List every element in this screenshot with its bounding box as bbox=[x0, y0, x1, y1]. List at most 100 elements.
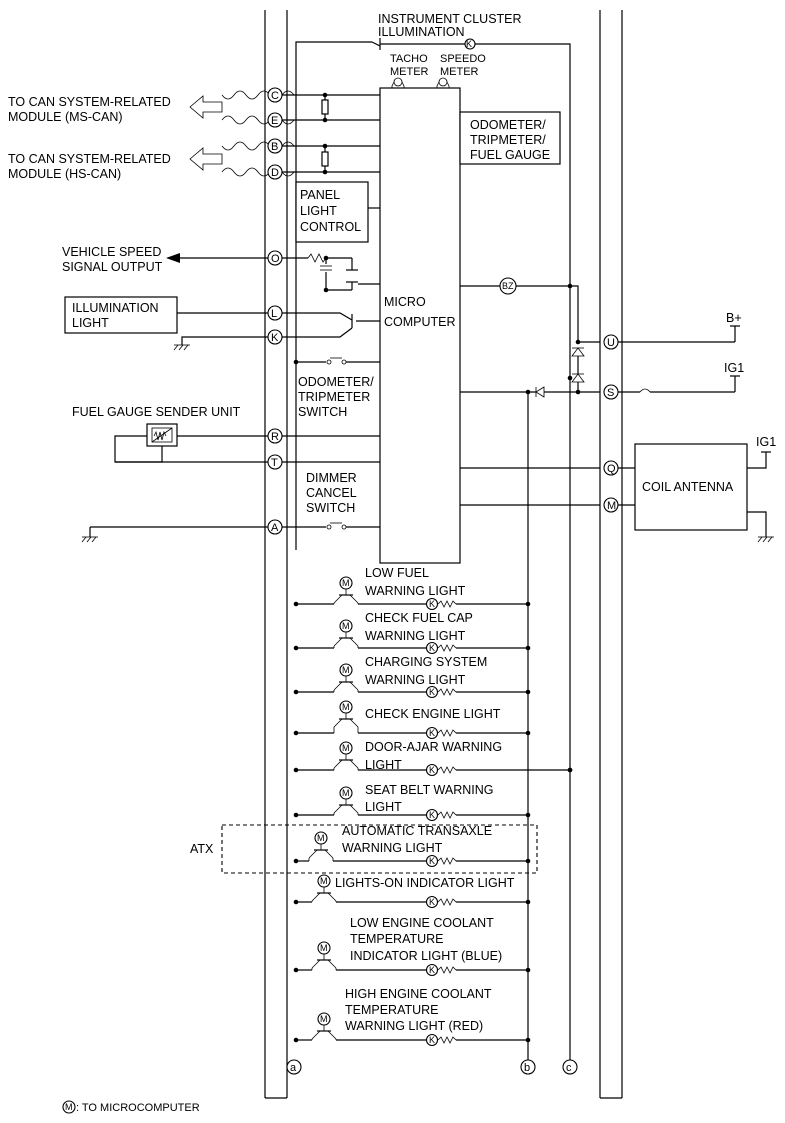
lamp-icon bbox=[425, 854, 439, 868]
odo-switch-label-1: ODOMETER/ bbox=[298, 375, 374, 389]
can-hs-label-2: MODULE (HS-CAN) bbox=[8, 167, 121, 181]
microcomputer-block: MICRO COMPUTER ODOMETER/ TRIPMETER/ FUEL… bbox=[379, 87, 561, 564]
m-symbol: M bbox=[320, 1014, 328, 1024]
warning-light-label-6-1: SEAT BELT WARNING bbox=[365, 783, 494, 797]
warning-light-label-3-2: WARNING LIGHT bbox=[365, 673, 466, 687]
vss-label-2: SIGNAL OUTPUT bbox=[62, 260, 163, 274]
lamp-icon bbox=[425, 641, 439, 655]
ig1-antenna-label: IG1 bbox=[756, 435, 776, 449]
legend-text: : TO MICROCOMPUTER bbox=[76, 1102, 200, 1114]
odometer-gauge-label-3: FUEL GAUGE bbox=[470, 148, 550, 162]
illum-light-label-2: LIGHT bbox=[72, 316, 109, 330]
k-symbol: K bbox=[429, 1035, 435, 1045]
panel-light-control: PANEL LIGHT CONTROL bbox=[295, 181, 380, 243]
tacho-label-1: TACHO bbox=[390, 53, 428, 65]
speedo-label-1: SPEEDO bbox=[440, 53, 486, 65]
fuel-sender-label: FUEL GAUGE SENDER UNIT bbox=[72, 405, 241, 419]
warning-light-label-6-2: LIGHT bbox=[365, 800, 402, 814]
k-symbol: K bbox=[429, 765, 435, 775]
terminal-label-K: K bbox=[271, 332, 279, 344]
terminal-B: B bbox=[267, 138, 283, 154]
k-symbol-illum: K bbox=[466, 39, 472, 49]
warning-light-label-9-1: LOW ENGINE COOLANT bbox=[350, 916, 494, 930]
terminal-label-U: U bbox=[607, 337, 615, 349]
cluster-outline bbox=[264, 10, 623, 1099]
terminal-label-M: M bbox=[607, 500, 616, 512]
terminal-label-C: C bbox=[271, 90, 279, 102]
dimmer-cancel-switch: DIMMER CANCEL SWITCH bbox=[81, 471, 380, 543]
terminal-D: D bbox=[267, 164, 283, 180]
k-symbol: K bbox=[429, 599, 435, 609]
ig1-top-label: IG1 bbox=[724, 361, 744, 375]
m-symbol: M bbox=[342, 665, 350, 675]
can-ms-label-2: MODULE (MS-CAN) bbox=[8, 110, 123, 124]
terminal-label-O: O bbox=[271, 253, 280, 265]
atx-zone: ATX bbox=[190, 824, 538, 874]
odometer-gauge-label-2: TRIPMETER/ bbox=[470, 133, 546, 147]
terminal-O: O bbox=[267, 250, 283, 266]
warning-light-label-4-1: CHECK ENGINE LIGHT bbox=[365, 707, 501, 721]
bus-labels: a b c bbox=[286, 1058, 578, 1075]
terminal-R: R bbox=[267, 428, 283, 444]
terminal-label-L: L bbox=[271, 308, 277, 320]
bus-label-c: c bbox=[566, 1062, 572, 1074]
terminal-T: T bbox=[267, 454, 283, 470]
terminal-E: E bbox=[267, 112, 283, 128]
vss-label-1: VEHICLE SPEED bbox=[62, 245, 161, 259]
warning-light-label-7-1: AUTOMATIC TRANSAXLE bbox=[342, 824, 492, 838]
right-side-circuits: BZ B+ IG1 COIL ANTENNA bbox=[460, 277, 776, 1058]
terminal-label-E: E bbox=[271, 115, 278, 127]
m-symbol: M bbox=[317, 833, 325, 843]
can-hs-harness: TO CAN SYSTEM-RELATED MODULE (HS-CAN) bbox=[8, 141, 380, 181]
warning-light-label-2-2: WARNING LIGHT bbox=[365, 629, 466, 643]
warning-light-label-7-2: WARNING LIGHT bbox=[342, 841, 443, 855]
dimmer-label-3: SWITCH bbox=[306, 501, 355, 515]
warning-light-label-2-1: CHECK FUEL CAP bbox=[365, 611, 473, 625]
bus-label-b: b bbox=[524, 1062, 530, 1074]
m-symbol: M bbox=[320, 943, 328, 953]
terminal-Q: Q bbox=[603, 460, 619, 476]
terminal-label-S: S bbox=[607, 387, 614, 399]
terminal-label-T: T bbox=[271, 457, 278, 469]
panel-light-label-3: CONTROL bbox=[300, 220, 361, 234]
lamp-icon bbox=[425, 1033, 439, 1047]
warning-light-row-2: M K CHECK FUEL CAP WARNING LIGHT bbox=[293, 611, 531, 655]
odometer-gauge-box bbox=[459, 111, 561, 165]
atx-label: ATX bbox=[190, 842, 214, 856]
warning-light-label-9-2: TEMPERATURE bbox=[350, 932, 444, 946]
micro-computer-label-2: COMPUTER bbox=[384, 315, 456, 329]
can-hs-label-1: TO CAN SYSTEM-RELATED bbox=[8, 152, 171, 166]
illumination-label-1: INSTRUMENT CLUSTER bbox=[378, 12, 522, 26]
k-symbol: K bbox=[429, 643, 435, 653]
lamp-icon bbox=[425, 726, 439, 740]
can-ms-label-1: TO CAN SYSTEM-RELATED bbox=[8, 95, 171, 109]
terminal-A: A bbox=[267, 519, 283, 535]
m-symbol: M bbox=[342, 621, 350, 631]
odo-switch-label-2: TRIPMETER bbox=[298, 390, 370, 404]
warning-light-label-5-2: LIGHT bbox=[365, 758, 402, 772]
k-symbol: K bbox=[429, 728, 435, 738]
speedo-label-2: METER bbox=[440, 66, 479, 78]
warning-light-label-5-1: DOOR-AJAR WARNING bbox=[365, 740, 502, 754]
terminal-label-B: B bbox=[271, 141, 278, 153]
terminal-S: S bbox=[603, 384, 619, 400]
m-symbol: M bbox=[320, 876, 328, 886]
warning-light-label-9-3: INDICATOR LIGHT (BLUE) bbox=[350, 949, 502, 963]
legend: M : TO MICROCOMPUTER bbox=[62, 1100, 200, 1114]
instrument-cluster-illumination: INSTRUMENT CLUSTER ILLUMINATION K TACHO … bbox=[295, 12, 573, 1058]
tacho-label-2: METER bbox=[390, 66, 429, 78]
dimmer-label-1: DIMMER bbox=[306, 471, 357, 485]
terminal-label-Q: Q bbox=[607, 463, 616, 475]
fuel-gauge-sender: FUEL GAUGE SENDER UNIT bbox=[72, 405, 380, 463]
odo-switch-label-3: SWITCH bbox=[298, 405, 347, 419]
k-symbol: K bbox=[429, 810, 435, 820]
vehicle-speed-output: VEHICLE SPEED SIGNAL OUTPUT bbox=[62, 245, 380, 293]
terminal-label-D: D bbox=[271, 167, 279, 179]
micro-computer-label-1: MICRO bbox=[384, 295, 426, 309]
left-terminals: C E B D O LK R T A bbox=[267, 87, 283, 535]
